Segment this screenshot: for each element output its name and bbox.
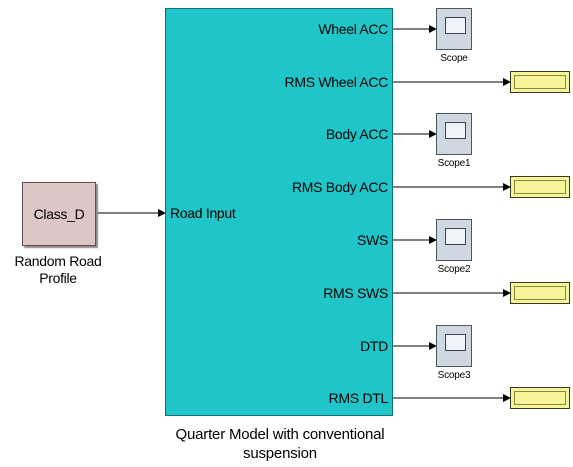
source-block-caption: Random Road Profile — [8, 253, 108, 287]
scope3-block[interactable] — [436, 325, 472, 367]
output-port-body-acc: Body ACC — [325, 126, 388, 142]
scope1-block[interactable] — [436, 113, 472, 155]
quarter-model-subsystem-block[interactable] — [165, 8, 393, 416]
scope-label: Scope — [440, 53, 468, 64]
scope-block[interactable] — [436, 8, 472, 50]
random-road-profile-block[interactable]: Class_D — [22, 182, 96, 246]
subsystem-caption-line1: Quarter Model with conventional — [175, 426, 385, 443]
output-port-rms-dtl: RMS DTL — [328, 390, 389, 406]
scope-screen-icon — [445, 334, 466, 351]
display-inner-frame — [514, 180, 566, 194]
source-caption-line2: Profile — [39, 270, 77, 286]
scope-screen-icon — [445, 228, 466, 245]
input-port-road-input: Road Input — [170, 205, 236, 221]
subsystem-caption-line2: suspension — [243, 445, 317, 462]
source-caption-line1: Random Road — [14, 253, 102, 269]
display-rms-sws[interactable] — [510, 282, 570, 304]
display-rms-dtl[interactable] — [510, 387, 570, 409]
output-port-rms-wheel-acc: RMS Wheel ACC — [284, 74, 389, 90]
output-port-rms-body-acc: RMS Body ACC — [292, 179, 388, 195]
scope3-label: Scope3 — [437, 370, 471, 381]
display-inner-frame — [514, 391, 566, 405]
scope2-block[interactable] — [436, 219, 472, 261]
display-inner-frame — [514, 75, 566, 89]
display-inner-frame — [514, 286, 566, 300]
scope2-label: Scope2 — [437, 264, 471, 275]
source-block-text: Class_D — [33, 206, 85, 222]
scope-screen-icon — [445, 17, 466, 34]
subsystem-caption: Quarter Model with conventional suspensi… — [130, 425, 430, 463]
scope1-label: Scope1 — [437, 158, 471, 169]
output-port-sws: SWS — [357, 232, 388, 248]
display-rms-body-acc[interactable] — [510, 176, 570, 198]
scope-screen-icon — [445, 122, 466, 139]
display-rms-wheel-acc[interactable] — [510, 71, 570, 93]
output-port-dtd: DTD — [360, 338, 388, 354]
output-port-wheel-acc: Wheel ACC — [318, 21, 388, 37]
output-port-rms-sws: RMS SWS — [323, 285, 388, 301]
